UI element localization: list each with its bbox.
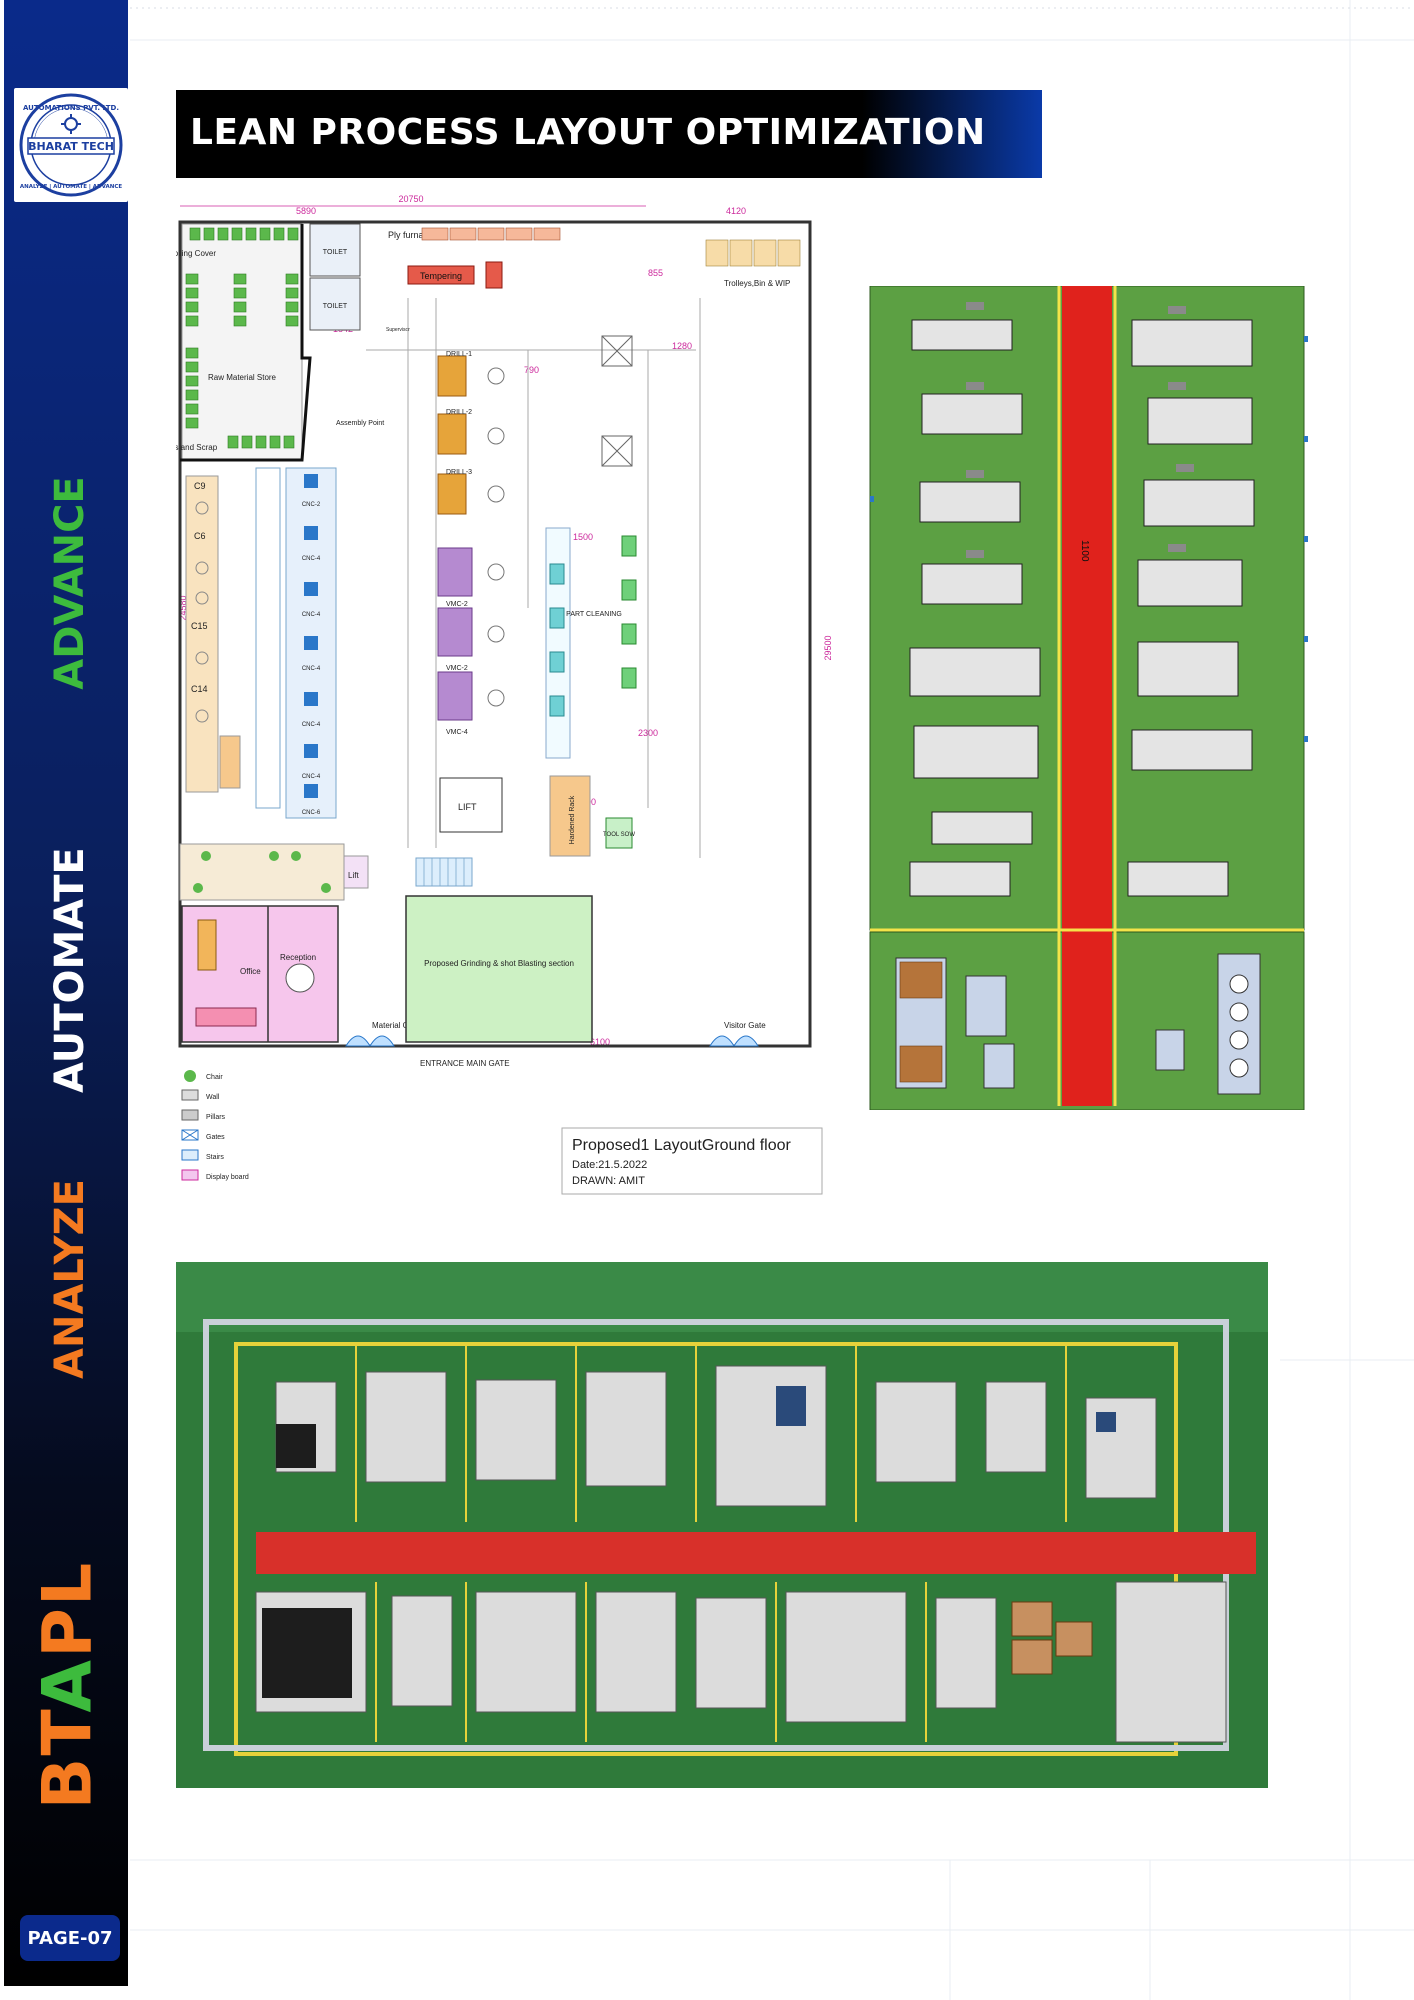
label-tempering: Tempering [420,271,462,281]
logo-ring-top: AUTOMATIONS PVT. LTD. [23,104,119,112]
btapl-bt: BT [28,1712,108,1810]
stamp-drawn: DRAWN: AMIT [572,1175,645,1187]
outer-wall [178,220,812,1048]
logo-ring-bottom: ANALYZE | AUTOMATE | ADVANCE [20,184,123,190]
dim-790: 790 [524,365,539,375]
label-c6: C6 [194,531,206,541]
label-tool-sow: TOOL SOW [603,832,635,838]
label-part-cleaning: PART CLEANING [566,611,622,618]
label-entrance: ENTRANCE MAIN GATE [420,1059,510,1068]
legend-stairs: Stairs [206,1154,224,1161]
title-banner: LEAN PROCESS LAYOUT OPTIMIZATION [176,90,1042,178]
dim-total: 20750 [398,194,423,204]
label-lift-2: Lift [348,871,359,880]
tagline-automate: AUTOMATE [47,847,93,1093]
label-scrap: es and Scrap [176,443,218,452]
legend-chair: Chair [206,1074,223,1081]
label-drill-1: DRILL-1 [446,351,472,358]
dim-left: 5890 [296,206,316,216]
btapl-pl: PL [28,1560,108,1658]
cnc-label-7: CNC-6 [302,810,321,816]
dim-1280: 1280 [672,341,692,351]
btapl-a: A [28,1657,108,1713]
label-hardened-rack: Hardened Rack [569,795,576,844]
dim-6100: 6100 [590,1037,610,1047]
label-vmc-4: VMC-4 [446,729,468,736]
cnc-label-1: CNC-2 [302,502,321,508]
label-grinding: Proposed Grinding & shot Blasting sectio… [424,959,574,968]
aisle-dimension: 1100 [1079,540,1090,562]
stamp-date: Date:21.5.2022 [572,1159,647,1171]
label-ply-furnace: Ply furnace [388,230,433,240]
factory-aerial-photo [176,1262,1268,1788]
label-toilet-2: TOILET [323,303,348,310]
label-material-gate: Material Gate [372,1021,421,1030]
btapl-brand: BTAPL [28,1561,108,1810]
page-number: PAGE-07 [20,1915,120,1961]
cnc-label-5: CNC-4 [302,722,321,728]
label-lift: LIFT [458,802,477,812]
stamp-title: Proposed1 LayoutGround floor [572,1137,791,1154]
floor-plan-drawing: 20750 5890 4120 24580 29500 1917 1842 10… [176,188,852,1208]
cnc-label-6: CNC-4 [302,774,321,780]
cnc-label-2: CNC-4 [302,556,321,562]
label-assembly: Assembly Point [336,420,384,427]
red-aisle [256,1532,1256,1574]
label-raw-material: Raw Material Store [208,373,277,382]
company-logo: AUTOMATIONS PVT. LTD. ANALYZE | AUTOMATE… [14,88,128,202]
tagline-analyze: ANALYZE [47,1179,93,1379]
label-reception: Reception [280,953,316,962]
label-supervisor: Supervisor [386,327,410,333]
label-drill-3: DRILL-3 [446,469,472,476]
label-office: Office [240,967,261,976]
label-rolling-cover: Rolling Cover [176,249,216,258]
logo-name: BHARAT TECH [28,140,114,153]
label-vmc-2a: VMC-2 [446,601,468,608]
label-c9: C9 [194,481,206,491]
machine-layout-drawing: 1100 [866,286,1308,1110]
legend-pillars: Pillars [206,1114,226,1121]
label-c15: C15 [191,621,208,631]
dim-height-right: 29500 [823,635,833,660]
legend-gates: Gates [206,1134,225,1141]
page-title: LEAN PROCESS LAYOUT OPTIMIZATION [190,112,986,153]
sidebar: AUTOMATIONS PVT. LTD. ANALYZE | AUTOMATE… [4,0,128,1986]
tagline-advance: ADVANCE [47,476,93,690]
legend-display: Display board [206,1174,249,1181]
label-trolleys: Trolleys,Bin & WIP [724,279,790,288]
dim-1500: 1500 [573,532,593,542]
dim-855: 855 [648,268,663,278]
cnc-label-4: CNC-4 [302,666,321,672]
label-toilet-1: TOILET [323,249,348,256]
cnc-label-3: CNC-4 [302,612,321,618]
dim-right: 4120 [726,206,746,216]
label-c14: C14 [191,684,208,694]
logo-badge-icon: AUTOMATIONS PVT. LTD. ANALYZE | AUTOMATE… [19,93,123,197]
dim-height-left: 24580 [178,595,188,620]
label-vmc-2b: VMC-2 [446,665,468,672]
legend-wall: Wall [206,1094,220,1101]
label-visitor-gate: Visitor Gate [724,1021,766,1030]
label-drill-2: DRILL-2 [446,409,472,416]
